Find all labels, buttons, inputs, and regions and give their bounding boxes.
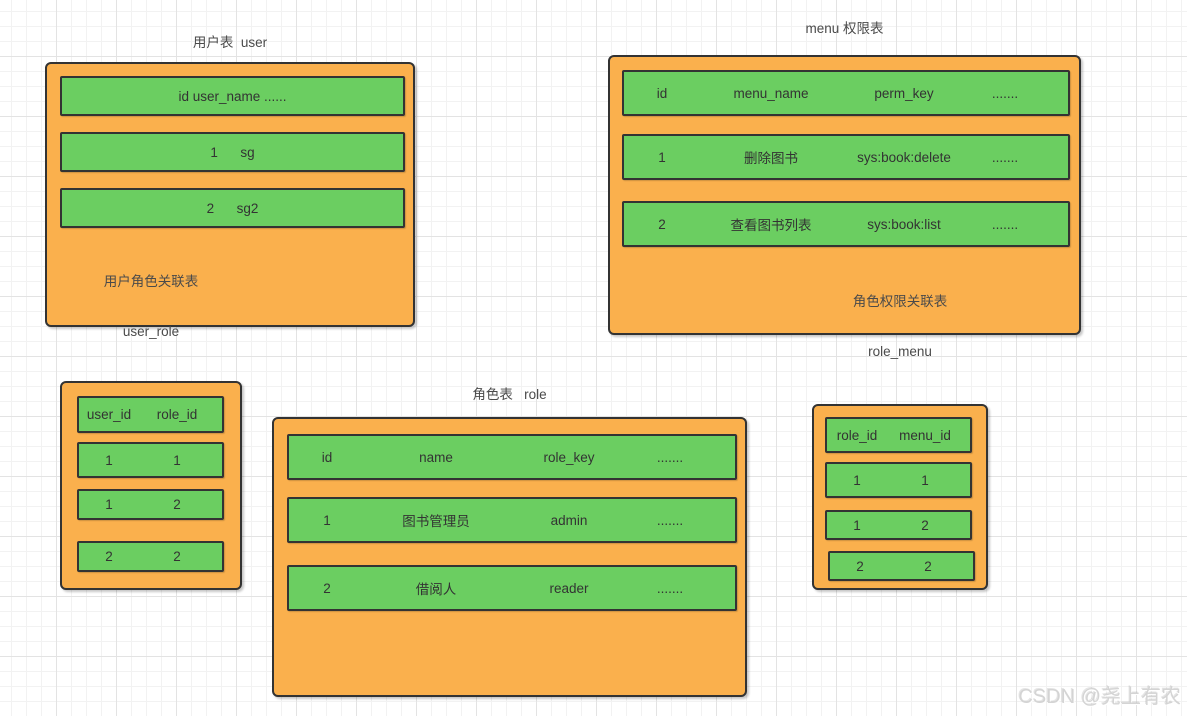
table-title-line2: role_menu [868, 343, 932, 359]
table-role-menu: 角色权限关联表 role_menu role_id menu_id 1 1 1 … [812, 294, 988, 590]
table-cell: ....... [656, 580, 684, 596]
table-cell: 2 [658, 216, 666, 232]
table-row: id menu_name perm_key ....... [622, 70, 1070, 116]
table-row: 1 2 [77, 489, 224, 520]
table-cell: 1 [658, 149, 666, 165]
table-row: 2 借阅人 reader ....... [287, 565, 737, 611]
table-cell: admin [550, 512, 588, 528]
table-cell: name [419, 449, 453, 465]
table-cell: role_id [156, 407, 198, 422]
table-cell: perm_key [874, 85, 934, 101]
table-cell: user_id [86, 407, 132, 422]
table-title-line2: user_role [122, 323, 180, 339]
table-cell: 2 [856, 558, 864, 574]
table-cell: 2 [924, 558, 932, 574]
table-row: 2 sg2 [60, 188, 405, 228]
table-title-line1: 用户角色关联表 [103, 274, 199, 289]
table-role-title: 角色表 role [472, 386, 547, 402]
table-user-box: id user_name ...... 1 sg 2 sg2 [45, 62, 415, 327]
table-cell: ....... [656, 449, 684, 465]
table-cell: 1 [853, 517, 861, 533]
table-cell: sys:book:delete [857, 149, 951, 165]
table-cell: 1 [853, 472, 861, 488]
table-user-role-box: user_id role_id 1 1 1 2 2 2 [60, 381, 242, 590]
table-row: 1 1 [825, 462, 972, 498]
table-cell: 借阅人 [415, 582, 457, 597]
table-row: 2 2 [77, 541, 224, 572]
table-role-menu-box: role_id menu_id 1 1 1 2 2 2 [812, 404, 988, 590]
table-cell: 2 [173, 549, 181, 564]
table-cell: 2 [105, 549, 113, 564]
table-user-title: 用户表 user [192, 34, 268, 50]
table-row: 1 2 [825, 510, 972, 540]
table-title-line1: 角色权限关联表 [852, 294, 948, 309]
table-row: 1 sg [60, 132, 405, 172]
table-user: 用户表 user id user_name ...... 1 sg 2 sg2 [45, 35, 415, 327]
table-role-box: id name role_key ....... 1 图书管理员 admin .… [272, 417, 747, 697]
table-menu-box: id menu_name perm_key ....... 1 删除图书 sys… [608, 55, 1081, 335]
table-cell: 1 [173, 452, 181, 468]
table-user-role-title: 用户角色关联表 user_role [0, 241, 302, 373]
table-cell: 1 [105, 452, 113, 468]
table-cell: 删除图书 [744, 151, 798, 166]
table-cell: 1 [105, 497, 113, 512]
table-cell: 查看图书列表 [730, 218, 812, 233]
table-cell: reader [549, 580, 589, 596]
table-menu-title: menu 权限表 [805, 20, 884, 36]
table-cell: ....... [991, 149, 1019, 165]
table-menu: menu 权限表 id menu_name perm_key ....... 1… [608, 21, 1081, 335]
table-row: 1 图书管理员 admin ....... [287, 497, 737, 543]
table-cell: sys:book:list [867, 216, 941, 232]
table-cell: 1 [921, 472, 929, 488]
table-cell: ....... [991, 85, 1019, 101]
table-cell: 1 [323, 512, 331, 528]
table-cell: ....... [656, 512, 684, 528]
table-row: id user_name ...... [60, 76, 405, 116]
table-user-role: 用户角色关联表 user_role user_id role_id 1 1 1 … [60, 274, 242, 590]
table-row: role_id menu_id [825, 417, 972, 453]
table-cell: menu_id [899, 427, 951, 443]
table-cell: role_key [543, 449, 595, 465]
table-row: 1 1 [77, 442, 224, 478]
table-role-menu-title: 角色权限关联表 role_menu [752, 261, 1048, 393]
table-cell: role_id [836, 427, 878, 443]
table-row: 1 删除图书 sys:book:delete ....... [622, 134, 1070, 180]
table-cell: 2 [921, 517, 929, 533]
table-cell: ....... [991, 216, 1019, 232]
table-row: user_id role_id [77, 396, 224, 433]
table-cell: 2 [323, 580, 331, 596]
watermark: CSDN @尧上有农 [1018, 686, 1181, 708]
table-row: 2 2 [828, 551, 975, 581]
table-cell: 2 [173, 497, 181, 512]
table-cell: menu_name [733, 85, 809, 101]
table-cell: 图书管理员 [402, 514, 470, 529]
table-cell: id [656, 85, 668, 101]
table-role: 角色表 role id name role_key ....... 1 图书管理… [272, 387, 747, 697]
table-row: 2 查看图书列表 sys:book:list ....... [622, 201, 1070, 247]
table-cell: id [321, 449, 333, 465]
table-row: id name role_key ....... [287, 434, 737, 480]
